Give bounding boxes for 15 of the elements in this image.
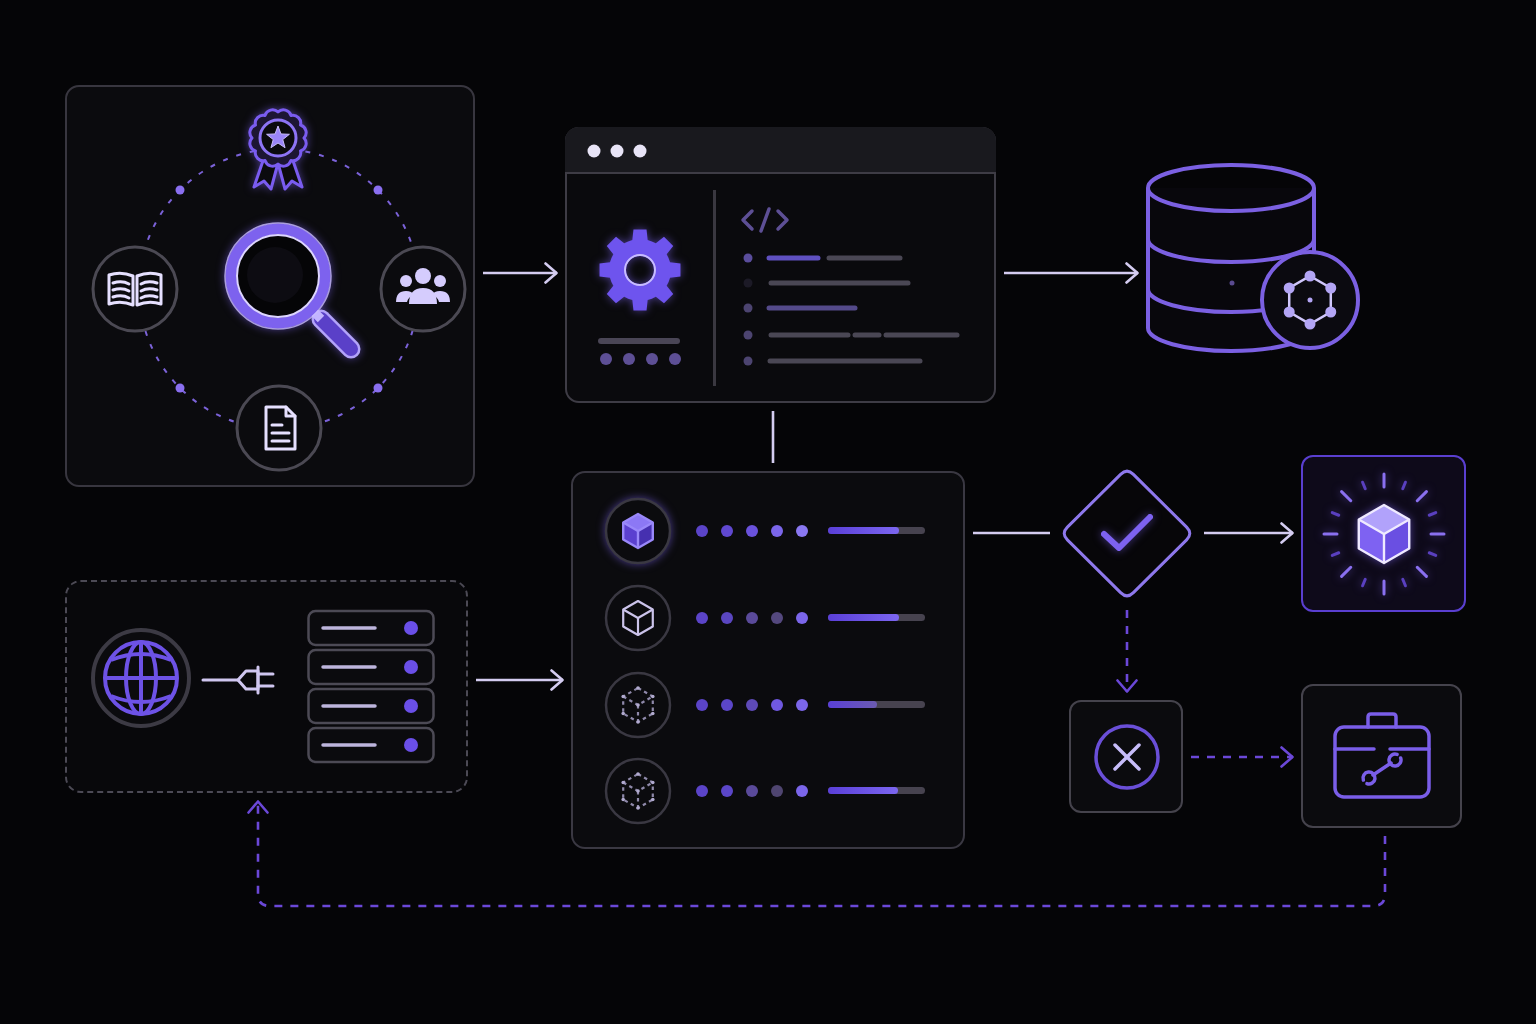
arrow bbox=[1004, 262, 1139, 284]
dashed-arrow bbox=[247, 800, 1387, 908]
connector-line bbox=[771, 411, 775, 463]
dashed-arrow bbox=[1191, 746, 1294, 768]
arrow bbox=[476, 669, 564, 691]
dashed-group-panel bbox=[65, 580, 468, 793]
arrow bbox=[483, 262, 558, 284]
browser-window bbox=[565, 127, 996, 403]
arrow bbox=[1204, 522, 1294, 544]
component-list-panel bbox=[571, 471, 965, 849]
toolbox-panel bbox=[1301, 684, 1462, 828]
error-panel bbox=[1069, 700, 1183, 813]
dashed-arrow bbox=[1116, 610, 1138, 693]
highlighted-cube-panel bbox=[1301, 455, 1466, 612]
connector-line bbox=[973, 531, 1050, 535]
